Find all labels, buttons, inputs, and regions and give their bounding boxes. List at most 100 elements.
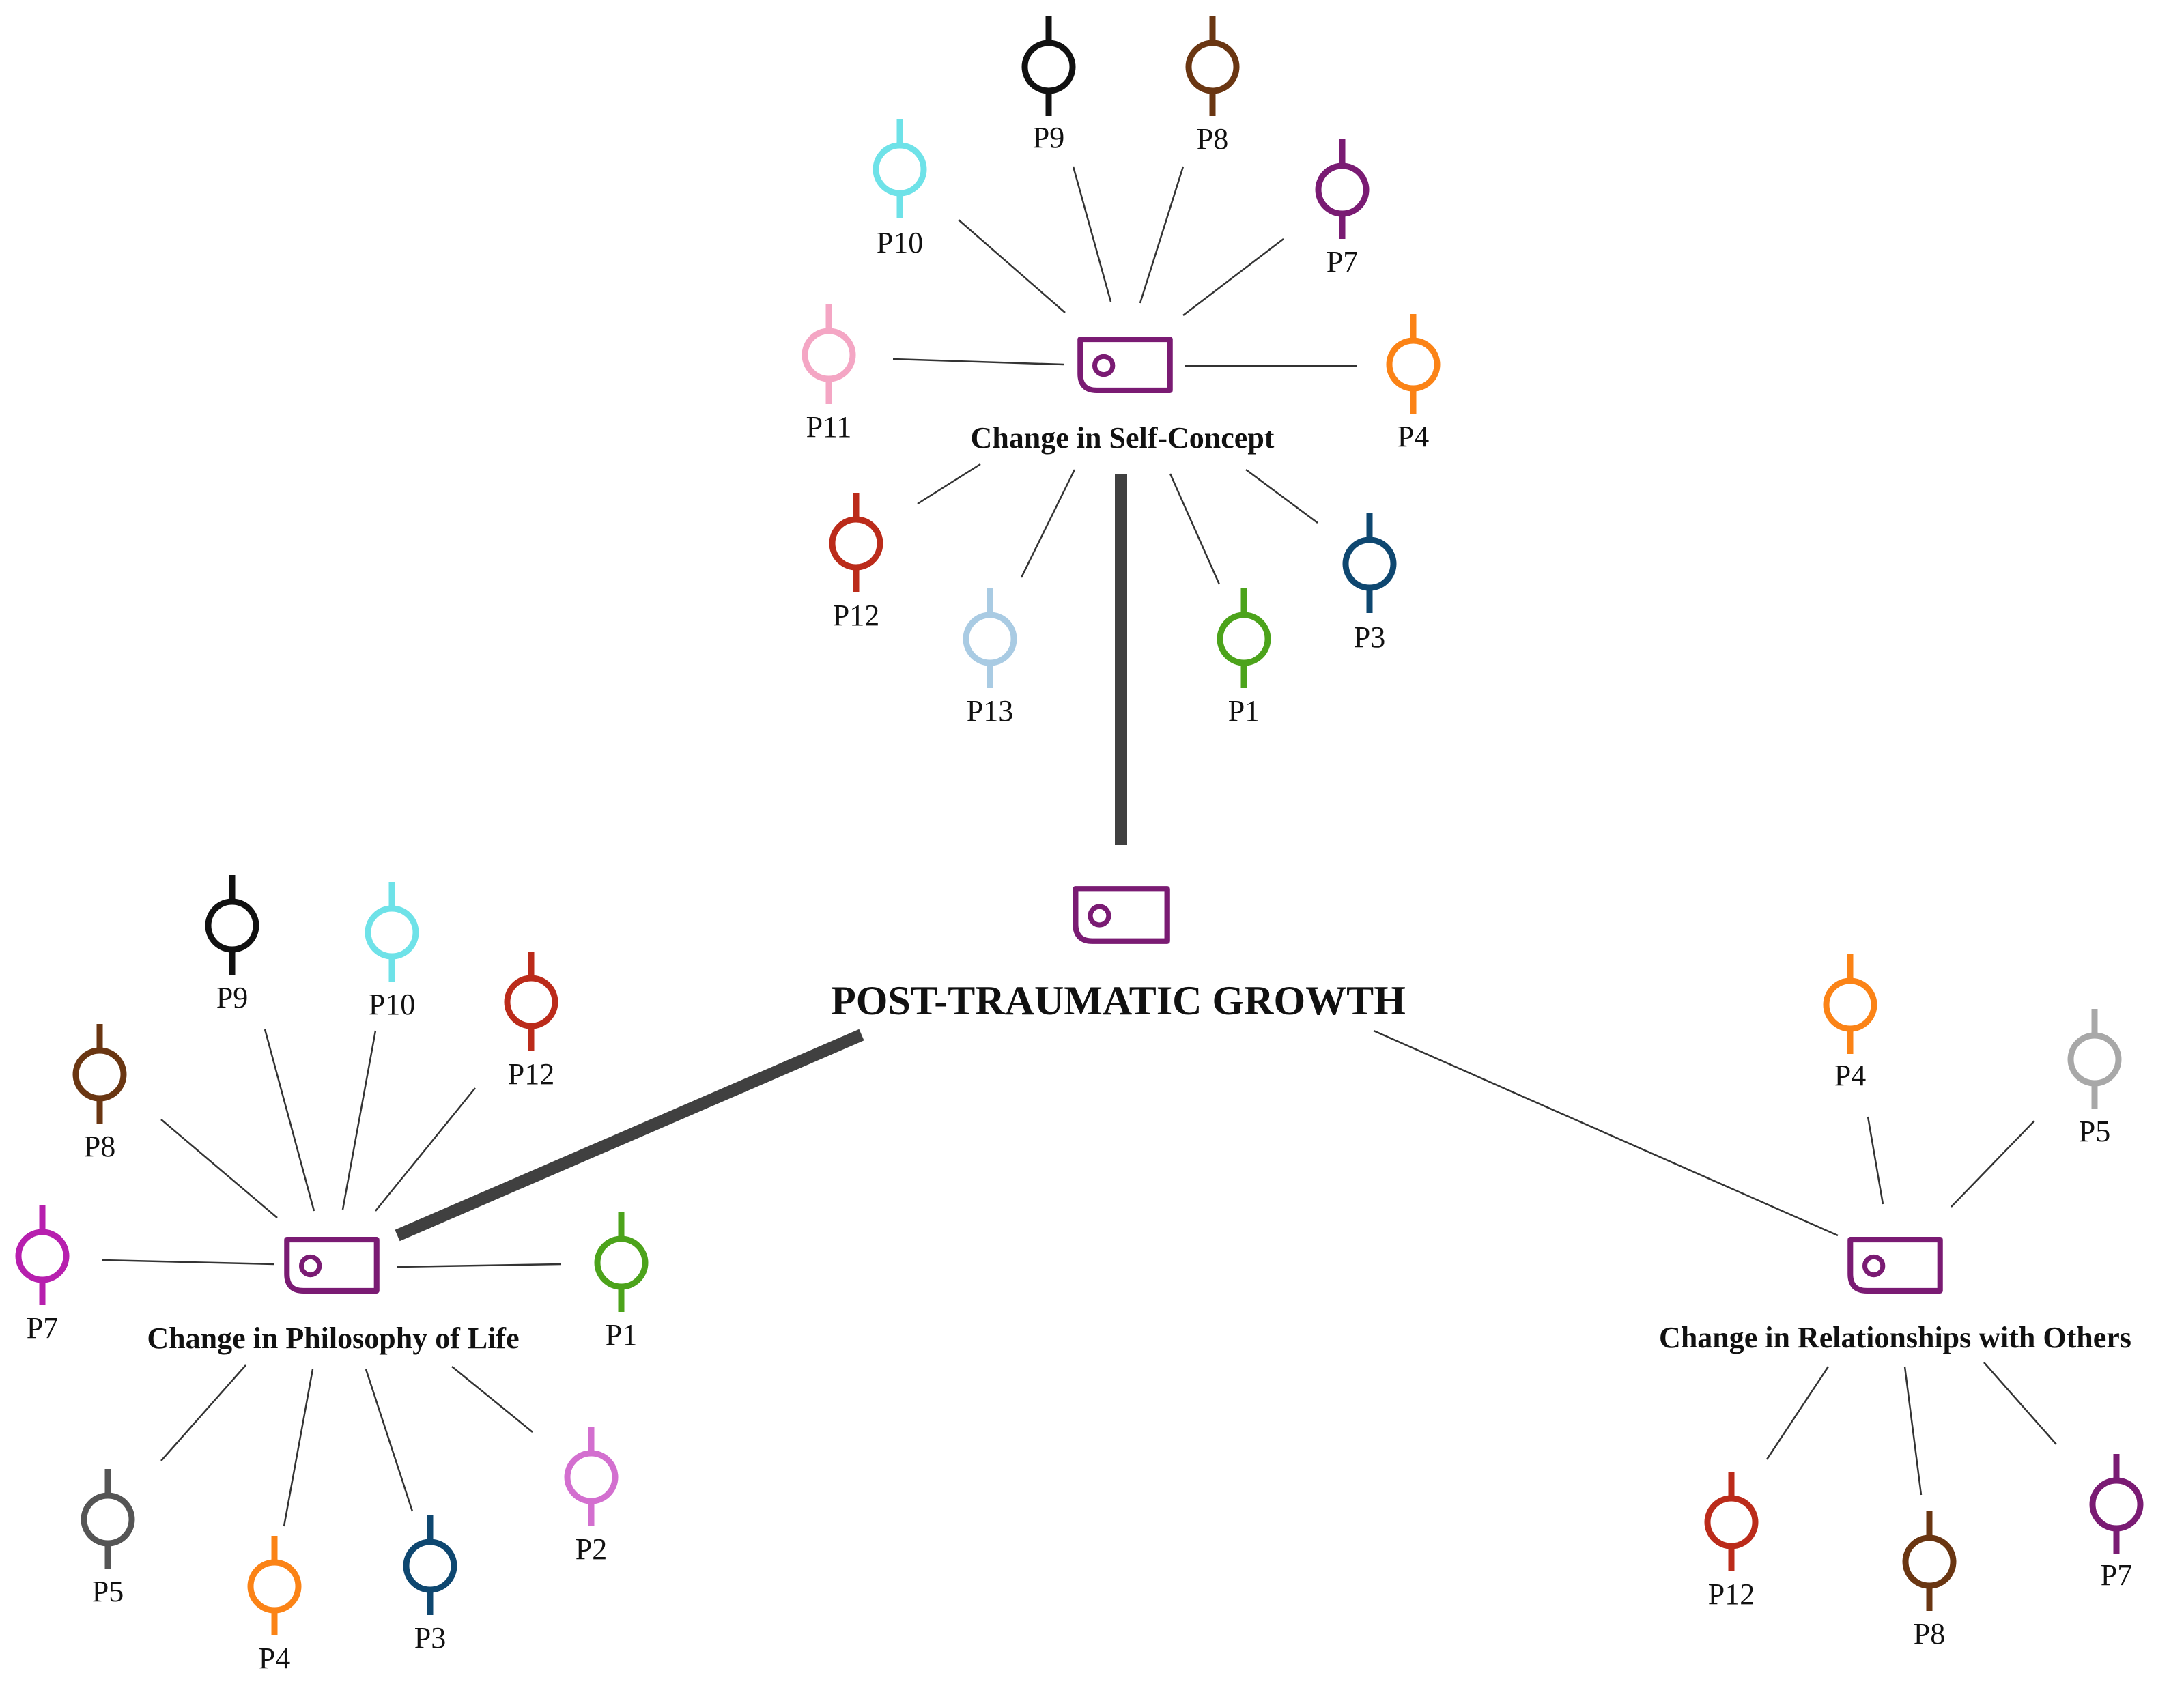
participant-node[interactable]: P7 — [15, 1205, 70, 1345]
theme-label-relationships: Change in Relationships with Others — [1659, 1321, 2131, 1354]
edge-root-relationships — [1373, 1029, 1839, 1237]
participant-node[interactable]: P1 — [1217, 588, 1271, 728]
code-tag-icon — [287, 1240, 376, 1291]
participant-label: P7 — [1327, 245, 1358, 278]
participant-pin-icon — [802, 328, 856, 382]
participant-pin-icon — [1386, 337, 1441, 392]
participant-label: P4 — [1834, 1059, 1866, 1092]
code-tag-icon — [1075, 889, 1167, 941]
participant-node[interactable]: P12 — [504, 952, 558, 1091]
participant-pin-icon — [1823, 977, 1877, 1032]
participant-label: P8 — [1197, 122, 1228, 156]
participant-label: P11 — [806, 410, 852, 444]
edge-rel-p5 — [1951, 1120, 2035, 1208]
participant-node[interactable]: P2 — [564, 1427, 619, 1566]
participant-label: P8 — [1914, 1617, 1945, 1651]
edge-self-p12 — [917, 463, 981, 505]
edge-rel-p4 — [1867, 1116, 1884, 1205]
participant-node[interactable]: P9 — [1021, 16, 1076, 154]
theme-node-relationships[interactable]: Change in Relationships with Others — [1659, 1240, 2131, 1354]
root-node[interactable]: POST-TRAUMATIC GROWTH — [831, 889, 1406, 1023]
participant-pins: P9 P8 P10 P7 P11 P4 — [15, 16, 2144, 1675]
participant-pin-icon — [72, 1047, 127, 1102]
participant-pin-icon — [81, 1492, 135, 1547]
edge-phil-p12 — [375, 1087, 476, 1212]
edge-rel-p12 — [1765, 1366, 1830, 1460]
participant-pin-icon — [873, 142, 927, 197]
participant-node[interactable]: P12 — [1704, 1472, 1759, 1611]
theme-label-philosophy-of-life: Change in Philosophy of Life — [147, 1321, 519, 1355]
participant-node[interactable]: P5 — [81, 1469, 135, 1608]
participant-label: P10 — [877, 226, 923, 259]
participant-node[interactable]: P3 — [403, 1515, 457, 1655]
connector-lines — [102, 166, 2057, 1527]
code-tag-icon — [1080, 339, 1169, 390]
participant-node[interactable]: P1 — [594, 1212, 649, 1352]
participant-node[interactable]: P8 — [1185, 16, 1240, 156]
participant-node[interactable]: P9 — [205, 875, 259, 1014]
participant-label: P10 — [369, 988, 415, 1021]
participant-label: P2 — [576, 1532, 607, 1566]
edge-rel-p7 — [1983, 1362, 2057, 1445]
participant-label: P9 — [216, 981, 248, 1014]
participant-node[interactable]: P7 — [1315, 139, 1370, 278]
participant-pin-icon — [504, 975, 558, 1029]
theme-node-philosophy-of-life[interactable]: Change in Philosophy of Life — [147, 1240, 520, 1355]
participant-node[interactable]: P4 — [1823, 954, 1877, 1092]
participant-node[interactable]: P4 — [1386, 314, 1441, 453]
participant-node[interactable]: P3 — [1342, 513, 1397, 654]
participant-node[interactable]: P4 — [247, 1536, 302, 1675]
edge-phil-p3 — [365, 1369, 414, 1512]
participant-label: P7 — [27, 1311, 58, 1345]
participant-pin-icon — [2067, 1032, 2122, 1087]
participant-pin-icon — [1902, 1534, 1957, 1589]
participant-label: P5 — [2079, 1115, 2110, 1148]
participant-pin-icon — [564, 1450, 619, 1504]
edge-phil-p5 — [160, 1364, 246, 1461]
edge-self-p7 — [1182, 238, 1284, 316]
participant-label: P12 — [1708, 1577, 1755, 1611]
theme-node-self-concept[interactable]: Change in Self-Concept — [971, 339, 1275, 455]
edge-phil-p1 — [397, 1263, 562, 1268]
edge-self-p8 — [1139, 166, 1185, 304]
edge-phil-p8 — [160, 1119, 278, 1218]
edge-phil-p2 — [451, 1366, 533, 1433]
participant-pin-icon — [1217, 612, 1271, 666]
root-label: POST-TRAUMATIC GROWTH — [831, 978, 1406, 1023]
participant-node[interactable]: P8 — [1902, 1511, 1957, 1651]
participant-label: P12 — [833, 599, 879, 632]
participant-label: P3 — [414, 1621, 446, 1655]
participant-node[interactable]: P7 — [2089, 1454, 2144, 1592]
participant-node[interactable]: P10 — [365, 882, 419, 1021]
participant-label: P1 — [606, 1318, 637, 1352]
participant-pin-icon — [1342, 537, 1397, 591]
edge-self-p13 — [1020, 469, 1076, 578]
participant-pin-icon — [1185, 40, 1240, 94]
participant-label: P13 — [967, 694, 1013, 728]
edge-self-p11 — [892, 358, 1064, 366]
participant-node[interactable]: P13 — [963, 588, 1017, 728]
edge-phil-p9 — [264, 1029, 315, 1212]
participant-node[interactable]: P8 — [72, 1024, 127, 1163]
participant-label: P4 — [1398, 420, 1429, 453]
participant-label: P3 — [1354, 620, 1385, 654]
theme-label-self-concept: Change in Self-Concept — [971, 421, 1275, 455]
participant-label: P1 — [1228, 694, 1260, 728]
participant-pin-icon — [403, 1539, 457, 1593]
participant-label: P8 — [84, 1130, 115, 1163]
participant-pin-icon — [1021, 40, 1076, 94]
participant-pin-icon — [247, 1559, 302, 1614]
edge-self-p3 — [1245, 468, 1318, 524]
participant-label: P12 — [508, 1057, 554, 1091]
participant-node[interactable]: P11 — [802, 304, 856, 444]
edge-rel-p8 — [1903, 1366, 1923, 1496]
participant-pin-icon — [594, 1235, 649, 1290]
participant-pin-icon — [963, 612, 1017, 666]
participant-node[interactable]: P12 — [829, 493, 883, 632]
edge-self-p9 — [1072, 166, 1112, 302]
participant-node[interactable]: P5 — [2067, 1009, 2122, 1148]
participant-node[interactable]: P10 — [873, 119, 927, 259]
edge-phil-p10 — [341, 1030, 377, 1210]
participant-label: P5 — [92, 1575, 124, 1608]
